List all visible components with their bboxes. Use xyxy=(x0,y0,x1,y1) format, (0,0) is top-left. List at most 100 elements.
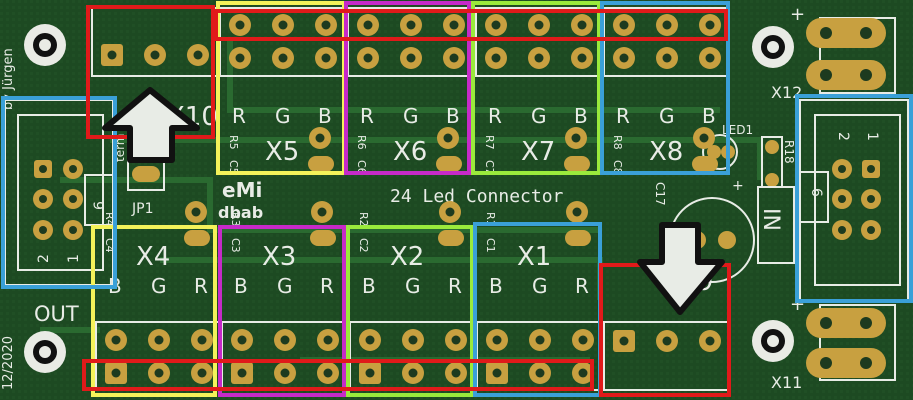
pin-letter: B xyxy=(318,104,332,128)
pin-letter: R xyxy=(488,104,502,128)
left-connector: 6 2 1 xyxy=(4,99,114,286)
board-title: 24 Led Connector xyxy=(390,186,564,207)
header-label: X4 xyxy=(136,242,170,272)
pin-letter: G xyxy=(531,104,547,128)
date-text: 12/2020 xyxy=(1,336,16,390)
x12-label: X12 xyxy=(771,83,802,102)
passive-pads xyxy=(308,127,334,172)
highlight-blue-left xyxy=(1,96,117,289)
highlight-blue-right xyxy=(795,94,913,303)
left-pin-label-1: 1 xyxy=(66,254,82,263)
pin-letter: R xyxy=(575,274,589,298)
x11-label: X11 xyxy=(771,373,802,392)
passive-pads xyxy=(438,201,464,246)
highlight-blue-x8 xyxy=(600,1,730,175)
header-label: X5 xyxy=(265,137,299,167)
cap-label: C4 xyxy=(103,238,116,253)
r18-label: R18 xyxy=(782,140,796,164)
mounting-holes xyxy=(24,24,794,373)
resistor-label: R2 xyxy=(357,212,370,227)
cap-label: C1 xyxy=(484,238,497,253)
emi-logo: eMi dbab xyxy=(218,178,263,222)
header-label: X2 xyxy=(390,242,424,272)
right-pin-label-2: 2 xyxy=(835,132,851,141)
highlight-magenta-x3 xyxy=(218,225,346,397)
pin-letter: R xyxy=(448,274,462,298)
mounting-hole xyxy=(752,320,794,362)
mounting-hole xyxy=(24,24,66,66)
pin-letter: R xyxy=(232,104,246,128)
logo-line1: eMi xyxy=(222,178,262,202)
resistor-label: R3 xyxy=(229,212,242,227)
pin-letter: B xyxy=(446,104,460,128)
resistor-label: R6 xyxy=(355,135,368,150)
header-label: X8 xyxy=(649,137,683,167)
highlight-green-x2 xyxy=(346,225,474,397)
arrow-up-x10 xyxy=(102,87,200,163)
pin-letter: G xyxy=(403,104,419,128)
mounting-hole xyxy=(752,26,794,68)
in-label: IN xyxy=(758,208,783,231)
pin-letter: R xyxy=(320,274,334,298)
pin-letter: B xyxy=(234,274,248,298)
header-label: X1 xyxy=(517,242,551,272)
passive-pads xyxy=(565,201,591,246)
passive-pads xyxy=(310,201,336,246)
highlight-magenta-x6 xyxy=(344,1,471,175)
pin-letter: B xyxy=(362,274,376,298)
right-connector: 6 2 1 xyxy=(799,99,909,301)
header-label: X6 xyxy=(393,137,427,167)
cap-label: C2 xyxy=(357,238,370,253)
pin-letter: G xyxy=(275,104,291,128)
right-pin-label-1: 1 xyxy=(864,132,880,141)
pin-letter: G xyxy=(405,274,421,298)
cap-label: C3 xyxy=(229,238,242,253)
highlight-green-x7 xyxy=(471,1,601,175)
highlight-red-bottom-row xyxy=(82,359,594,391)
passive-pads xyxy=(692,127,718,172)
pin-letter: R xyxy=(616,104,630,128)
x11-connector: + X11 xyxy=(771,294,896,392)
resistor-label: R5 xyxy=(227,135,240,150)
header-label: X3 xyxy=(262,242,296,272)
resistor-label: R8 xyxy=(611,135,624,150)
left-pin-label-2: 2 xyxy=(36,254,52,263)
x12-plus: + xyxy=(790,4,805,25)
left-pin-label-6: 6 xyxy=(92,201,108,210)
pin-letter: B xyxy=(574,104,588,128)
highlight-yellow-x4 xyxy=(91,225,217,397)
out-label: OUT xyxy=(34,302,79,326)
mounting-hole xyxy=(24,331,66,373)
c17-label: C17 xyxy=(653,182,667,206)
resistor-label: R7 xyxy=(483,135,496,150)
pin-letter: B xyxy=(702,104,716,128)
pin-letter: G xyxy=(532,274,548,298)
passive-pads xyxy=(184,201,210,246)
jp1-label: JP1 xyxy=(131,201,153,217)
pin-letter: R xyxy=(360,104,374,128)
pin-letter: G xyxy=(151,274,167,298)
highlight-red-top-row xyxy=(214,9,728,41)
c17-plus: + xyxy=(732,178,744,194)
resistor-label: R4 xyxy=(103,212,116,227)
passive-pads xyxy=(436,127,462,172)
pin-letter: G xyxy=(659,104,675,128)
pin-letter: B xyxy=(489,274,503,298)
logo-line2: dbab xyxy=(218,203,263,222)
arrow-down-x9 xyxy=(637,222,725,315)
passive-pads xyxy=(564,127,590,172)
header-label: X7 xyxy=(521,137,555,167)
pin-letter: R xyxy=(194,274,208,298)
right-pin-label-6: 6 xyxy=(808,188,824,197)
author-text: by Jürgen xyxy=(1,48,16,110)
pin-letter: G xyxy=(277,274,293,298)
x12-connector: + X12 xyxy=(771,4,896,102)
